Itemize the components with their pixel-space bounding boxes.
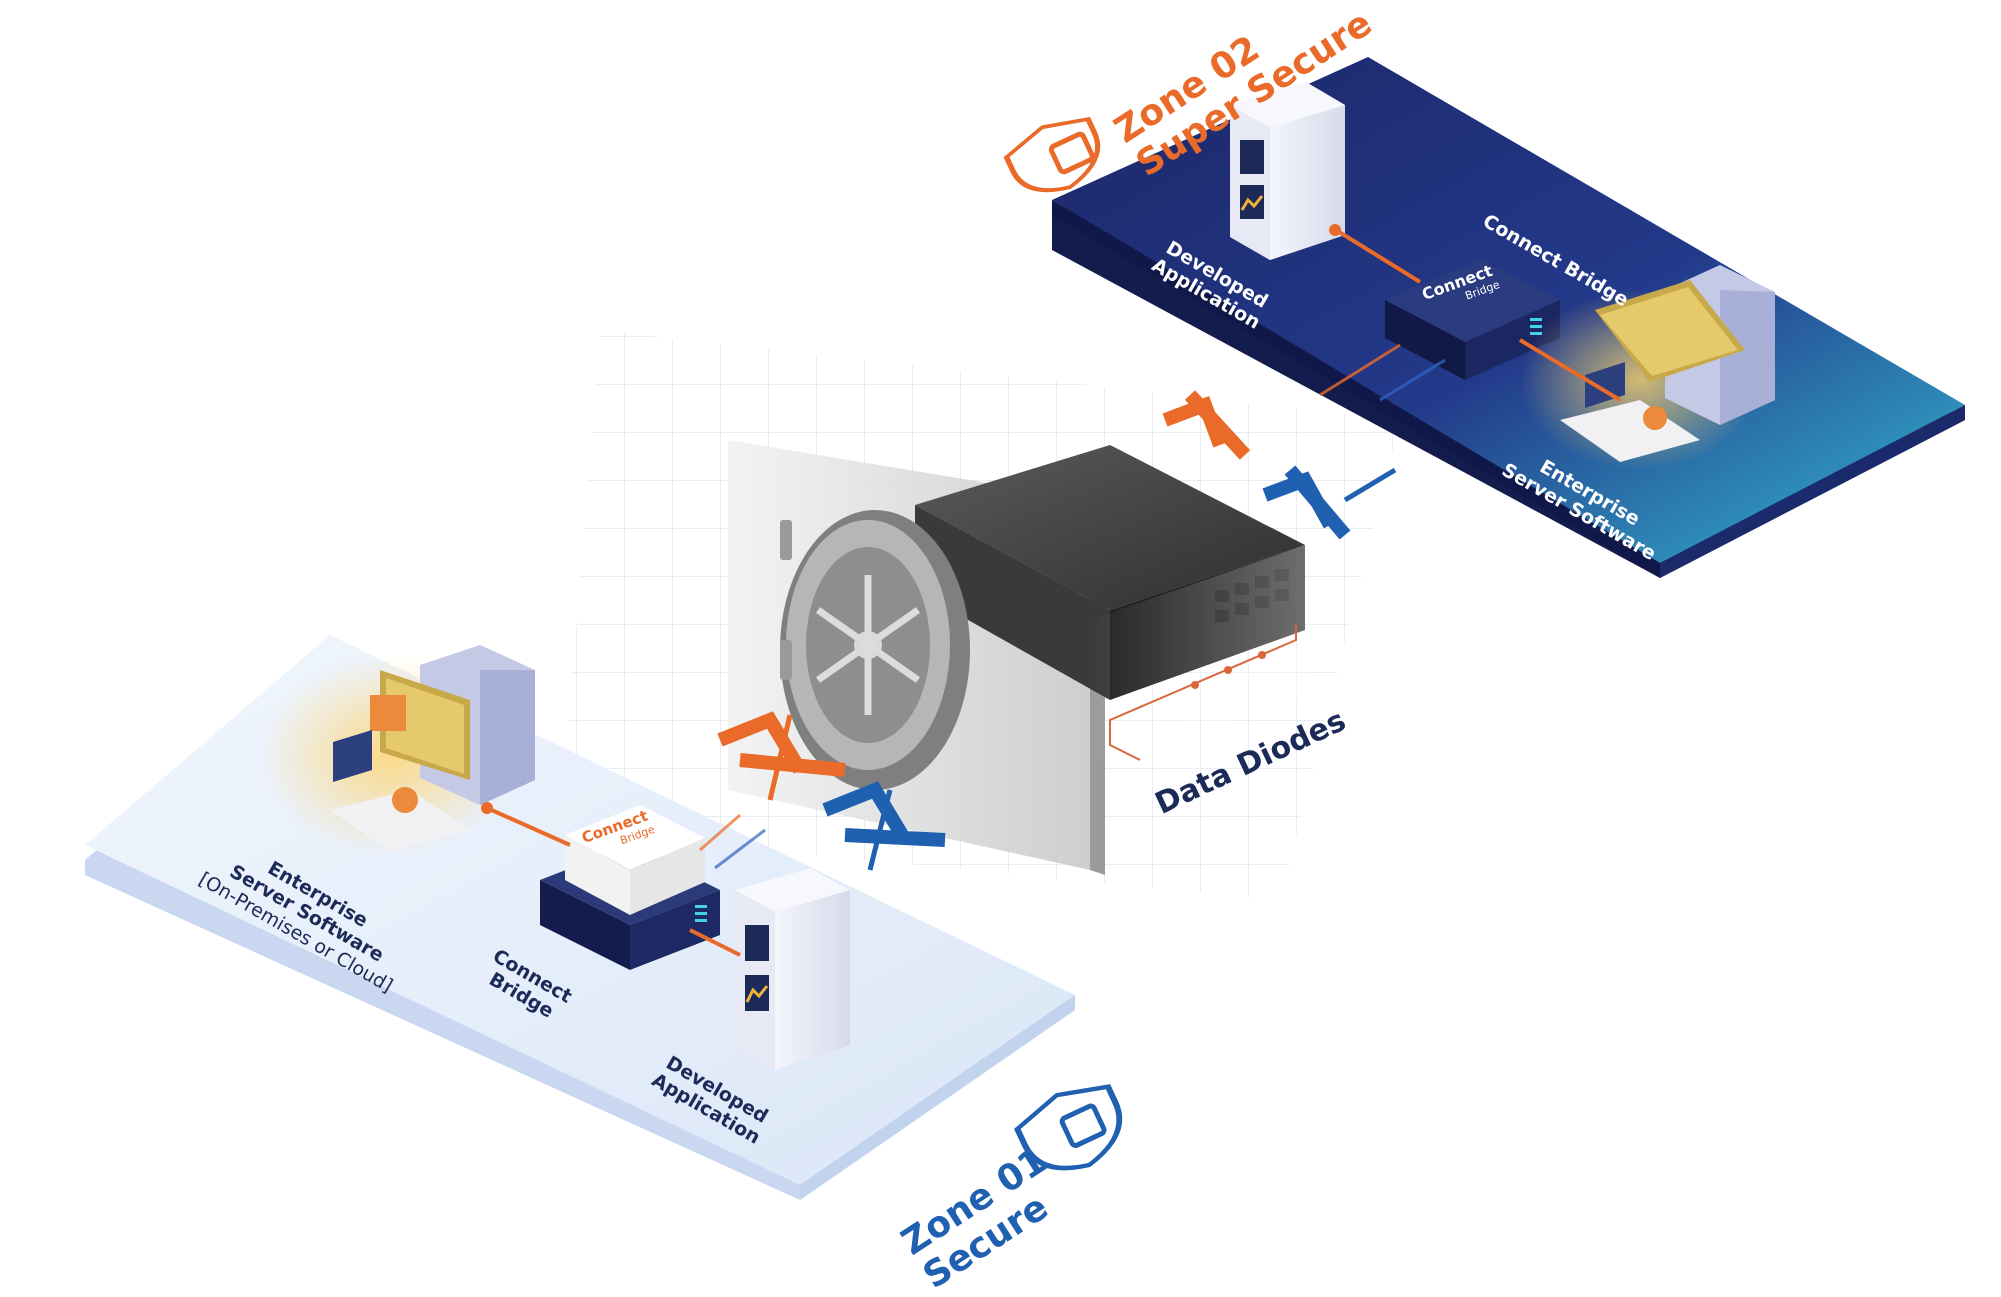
zone02-cable-app-bridge [1334,228,1422,284]
diode-wiring [1109,625,1297,761]
zone01-cable-bridge-app [689,928,741,957]
diode-symbol-zone01-blue [822,781,946,871]
shield-icon-zone02 [1003,116,1101,193]
zone01-connect-bridge-device [540,805,720,970]
zone02-cable-bridge-server [1518,338,1622,402]
diode-symbol-zone02-orange [1162,390,1251,460]
zone01-cable-bridge-up-blue [714,828,766,870]
zone01-cable-server-bridge [486,806,571,847]
zone01-app-server [735,868,850,1070]
vault-door [780,510,970,790]
zone02-cable-bridge-down-orange [1319,343,1401,397]
diode-symbol-zone02-blue [1262,465,1397,540]
zone01-enterprise-server [260,645,535,855]
zone02-cable-bridge-down-blue [1379,358,1446,402]
diode-symbol-zone01-orange [717,711,846,801]
shield-icon-zone01 [1014,1084,1123,1171]
zone02-enterprise-server [1520,265,1775,470]
zone01-cable-bridge-up-orange [699,813,741,852]
zone02-app-server [1230,82,1345,260]
data-diode-appliance [915,445,1305,760]
